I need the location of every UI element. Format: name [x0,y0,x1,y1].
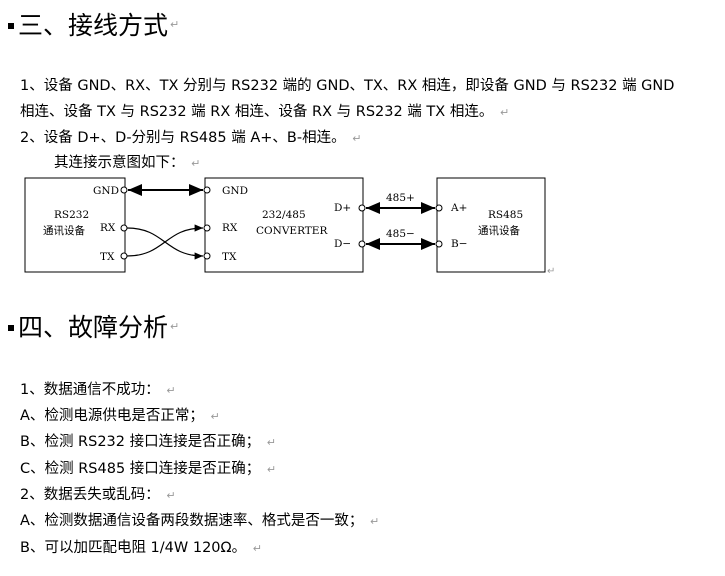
left-pin-gnd-terminal [120,186,128,194]
converter-pin-gnd: GND [222,185,248,197]
converter-label-2: CONVERTER [256,225,328,237]
paragraph-text: 相连、设备 TX 与 RS232 端 RX 相连、设备 RX 与 RS232 端… [20,104,494,120]
fault-item-text: B、检测 RS232 接口连接是否正确； [20,434,261,450]
converter-dminus-terminal [358,240,366,248]
rs232-device-label-2: 通讯设备 [43,224,85,237]
return-mark: ↵ [191,157,201,170]
return-mark: ↵ [547,266,555,277]
fault-item-text: 1、数据通信不成功： [20,382,160,398]
heading-bullet [8,23,14,29]
return-mark: ↵ [499,106,510,119]
converter-gnd-terminal [203,186,211,194]
left-pin-rx-terminal [120,224,128,232]
fault-item-text: B、可以加匹配电阻 1/4W 120Ω。 [20,540,247,556]
fault-item-6: A、检测数据通信设备两段数据速率、格式是否一致； ↵ [20,509,379,530]
fault-item-text: A、检测数据通信设备两段数据速率、格式是否一致； [20,513,364,529]
return-mark: ↵ [166,384,176,397]
return-mark: ↵ [210,410,220,423]
converter-dplus-terminal [358,204,366,212]
return-mark: ↵ [170,319,180,333]
fault-item-text: A、检测电源供电是否正常； [20,408,204,424]
converter-pin-tx: TX [222,251,237,263]
section-heading-wiring: 三、接线方式 ↵ [8,6,179,42]
fault-item-text: 2、数据丢失或乱码： [20,487,160,503]
return-mark: ↵ [170,17,180,31]
right-pin-aplus: A+ [450,202,467,214]
tx-rx-wire [126,224,204,257]
left-pin-gnd: GND [93,185,119,197]
section-heading-fault: 四、故障分析 ↵ [8,308,179,344]
converter-pin-dplus: D+ [334,202,351,214]
left-pin-tx: TX [100,251,115,263]
fault-item-7: B、可以加匹配电阻 1/4W 120Ω。 ↵ [20,536,262,557]
section-title-wiring: 三、接线方式 [18,11,169,40]
left-pin-rx: RX [100,222,116,234]
paragraph-text: 2、设备 D+、D-分别与 RS485 端 A+、B-相连。 [20,130,346,146]
fault-item-5: 2、数据丢失或乱码： ↵ [20,483,176,504]
return-mark: ↵ [252,542,262,555]
paragraph-1-line-2: 相连、设备 TX 与 RS232 端 RX 相连、设备 RX 与 RS232 端… [20,100,509,121]
rs232-device-label-1: RS232 [54,209,89,221]
fault-item-text: C、检测 RS485 接口连接是否正确； [20,461,261,477]
heading-bullet [8,325,14,331]
fault-item-2: A、检测电源供电是否正常； ↵ [20,404,220,425]
converter-box [204,177,364,273]
fault-item-1: 1、数据通信不成功： ↵ [20,378,176,399]
return-mark: ↵ [166,489,176,502]
converter-rx-terminal [203,224,211,232]
right-aplus-terminal [435,204,443,212]
wiring-diagram: RS232 通讯设备 GND RX TX 232/485 CONVERTER G… [24,177,555,277]
return-mark: ↵ [370,515,380,528]
rs485-device-label-1: RS485 [488,209,523,221]
right-bminus-terminal [435,240,443,248]
paragraph-2: 2、设备 D+、D-分别与 RS485 端 A+、B-相连。 ↵ [20,126,361,147]
fault-item-3: B、检测 RS232 接口连接是否正确； ↵ [20,430,276,451]
left-pin-tx-terminal [120,252,128,260]
return-mark: ↵ [266,463,277,476]
right-pin-bminus: B− [451,238,468,250]
converter-pin-dminus: D− [334,238,351,250]
line-label-485-plus: 485+ [386,192,415,204]
diagram-caption: 其连接示意图如下： ↵ [54,151,200,172]
paragraph-1-line-1: 1、设备 GND、RX、TX 分别与 RS232 端的 GND、TX、RX 相连… [20,74,674,95]
fault-item-4: C、检测 RS485 接口连接是否正确； ↵ [20,457,276,478]
caption-text: 其连接示意图如下： [54,155,185,171]
rs485-device-box [436,177,546,273]
line-label-485-minus: 485− [386,228,415,240]
rs485-device-label-2: 通讯设备 [478,224,520,237]
converter-tx-terminal [203,252,211,260]
return-mark: ↵ [266,436,276,449]
section-title-fault: 四、故障分析 [18,313,169,342]
converter-pin-rx: RX [222,222,238,234]
paragraph-text: 1、设备 GND、RX、TX 分别与 RS232 端的 GND、TX、RX 相连… [20,78,675,94]
return-mark: ↵ [352,132,362,145]
converter-label-1: 232/485 [262,209,306,221]
